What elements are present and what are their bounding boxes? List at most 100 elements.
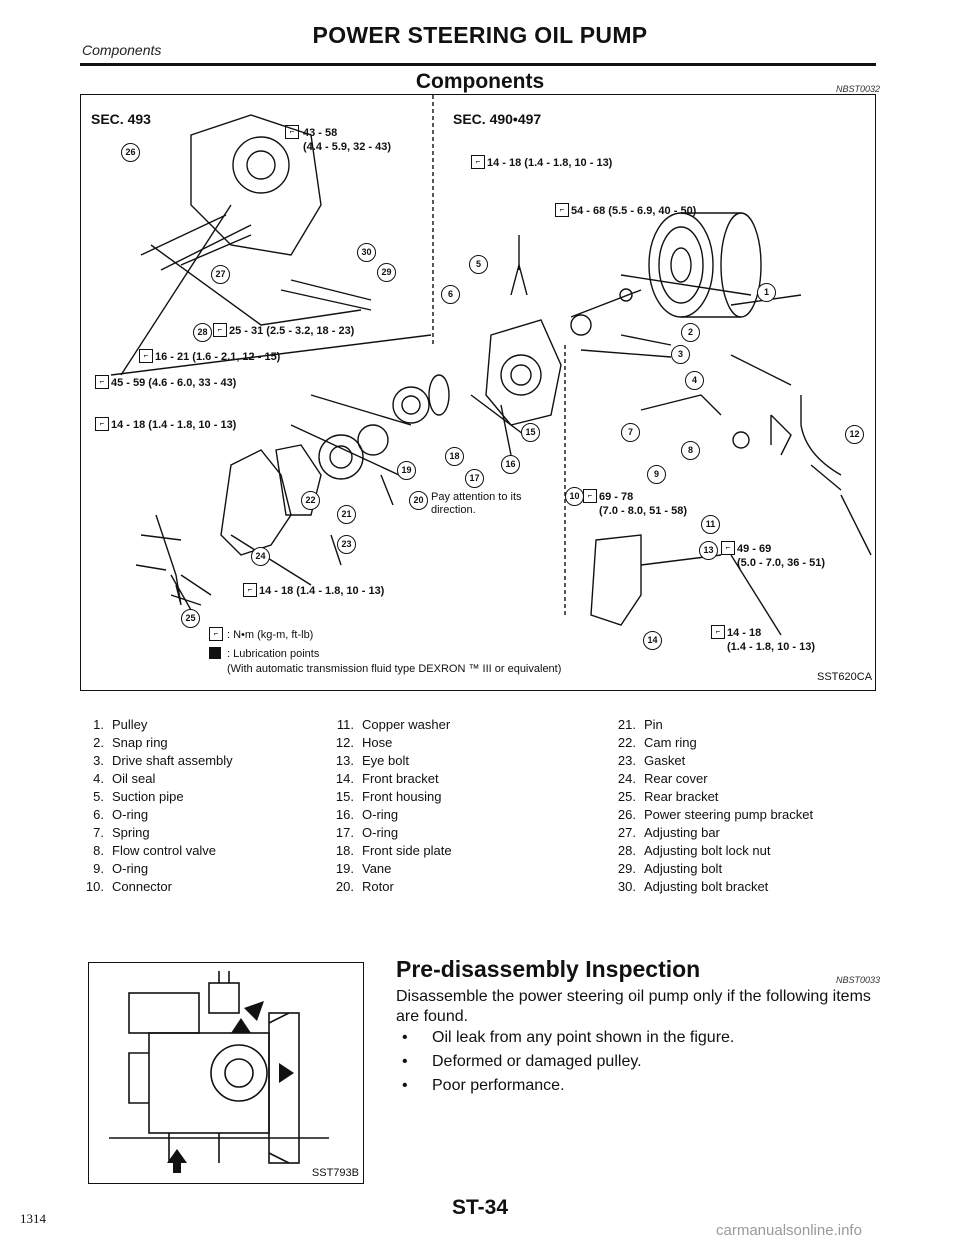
parts-list-column-1: 1.Pulley 2. Snap ring 3.Drive shaft assem… [80, 716, 233, 896]
item-name: Hose [362, 735, 393, 750]
bullet-icon: • [402, 1053, 408, 1070]
item-number: 16. [335, 807, 354, 822]
item-name: Rear bracket [644, 789, 719, 804]
callout-10: 10 [565, 487, 584, 506]
pump-oil-leak-illustration [109, 971, 329, 1173]
callout-5: 5 [469, 255, 488, 274]
item-name: O-ring [112, 807, 149, 822]
callout-24: 24 [251, 547, 270, 566]
list-item: •Oil leak from any point shown in the fi… [402, 1026, 734, 1050]
torque-spec: 14 - 18 [727, 627, 762, 639]
bullet-text: Poor performance. [432, 1077, 565, 1094]
torque-spec: (7.0 - 8.0, 51 - 58) [599, 505, 688, 517]
item-number: 9. [93, 861, 104, 876]
item-name: Front bracket [362, 771, 439, 786]
inspection-list: •Oil leak from any point shown in the fi… [402, 1026, 734, 1098]
torque-spec: 45 - 59 (4.6 - 6.0, 33 - 43) [111, 377, 237, 389]
item-name: Eye bolt [362, 753, 409, 768]
callout-23: 23 [337, 535, 356, 554]
callout-14: 14 [643, 631, 662, 650]
list-item: 14.Front bracket [330, 770, 452, 788]
list-item: 16. O-ring [330, 806, 452, 824]
item-number: 2. [93, 735, 104, 750]
figure-reference-code: NBST0032 [836, 84, 881, 94]
item-name: Front housing [362, 789, 442, 804]
torque-spec: (5.0 - 7.0, 36 - 51) [737, 557, 826, 569]
item-name: Cam ring [644, 735, 697, 750]
torque-symbol-icon: ⌐ [139, 349, 153, 363]
item-number: 21. [617, 717, 636, 732]
item-number: 29. [617, 861, 636, 876]
lubrication-symbol-icon [209, 647, 221, 659]
item-number: 17. [335, 825, 354, 840]
callout-30: 30 [357, 243, 376, 262]
list-item: 28.Adjusting bolt lock nut [612, 842, 813, 860]
item-number: 19. [335, 861, 354, 876]
item-name: Snap ring [112, 735, 168, 750]
list-item: 19.Vane [330, 860, 452, 878]
callout-2: 2 [681, 323, 700, 342]
item-name: Adjusting bolt lock nut [644, 843, 771, 858]
item-name: Pin [644, 717, 663, 732]
page-number: 1314 [20, 1211, 46, 1226]
inspection-heading: Pre-disassembly Inspection [396, 956, 701, 982]
item-number: 12. [335, 735, 354, 750]
item-number: 20. [335, 879, 354, 894]
torque-spec: 54 - 68 (5.5 - 6.9, 40 - 50) [571, 205, 697, 217]
torque-symbol-icon: ⌐ [285, 125, 299, 139]
item-name: Oil seal [112, 771, 156, 786]
leak-arrow-icon [279, 1063, 294, 1083]
item-number: 13. [335, 753, 354, 768]
list-item: 27.Adjusting bar [612, 824, 813, 842]
list-item: 23.Gasket [612, 752, 813, 770]
item-number: 27. [617, 825, 636, 840]
figure-reference-code: NBST0033 [836, 975, 881, 985]
list-item: 20.Rotor [330, 878, 452, 896]
callout-13: 13 [699, 541, 718, 560]
item-name: Suction pipe [112, 789, 184, 804]
item-number: 25. [617, 789, 636, 804]
item-number: 4. [93, 771, 104, 786]
item-name: Pulley [112, 717, 148, 732]
list-item: 2. Snap ring [80, 734, 233, 752]
item-number: 15. [335, 789, 354, 804]
list-item: 3.Drive shaft assembly [80, 752, 233, 770]
direction-note: Pay attention to its direction. [431, 491, 522, 516]
callout-7: 7 [621, 423, 640, 442]
header-rule [80, 63, 876, 66]
list-item: 1.Pulley [80, 716, 233, 734]
item-number: 3. [93, 753, 104, 768]
callout-15: 15 [521, 423, 540, 442]
list-item: 11.Copper washer [330, 716, 452, 734]
item-number: 5. [93, 789, 104, 804]
callout-28: 28 [193, 323, 212, 342]
callout-19: 19 [397, 461, 416, 480]
torque-spec: (4.4 - 5.9, 32 - 43) [303, 141, 392, 153]
section-ref-right: SEC. 490•497 [453, 111, 542, 127]
components-diagram: SEC. 493 SEC. 490•497 ⌐ 43 - 58 (4.4 - 5… [80, 94, 876, 691]
page-code: ST-34 [451, 1196, 509, 1219]
torque-symbol-icon: ⌐ [721, 541, 735, 555]
callout-27: 27 [211, 265, 230, 284]
item-name: O-ring [362, 807, 399, 822]
list-item: 22.Cam ring [612, 734, 813, 752]
list-item: 10.Connector [80, 878, 233, 896]
bullet-text: Deformed or damaged pulley. [432, 1053, 642, 1070]
item-number: 26. [617, 807, 636, 822]
list-item: 29.Adjusting bolt [612, 860, 813, 878]
callout-9: 9 [647, 465, 666, 484]
item-name: Power steering pump bracket [644, 807, 814, 822]
list-item: 13. Eye bolt [330, 752, 452, 770]
item-name: O-ring [362, 825, 399, 840]
callout-16: 16 [501, 455, 520, 474]
item-name: O-ring [112, 861, 149, 876]
torque-symbol-icon: ⌐ [213, 323, 227, 337]
torque-spec: 43 - 58 [303, 127, 338, 139]
item-name: Flow control valve [112, 843, 217, 858]
list-item: 5. Suction pipe [80, 788, 233, 806]
section-title: Components [82, 42, 162, 58]
leak-arrow-icon [231, 1018, 251, 1033]
list-item: 8.Flow control valve [80, 842, 233, 860]
exploded-view-drawing [110, 95, 872, 636]
image-code: SST793B [311, 1167, 359, 1179]
